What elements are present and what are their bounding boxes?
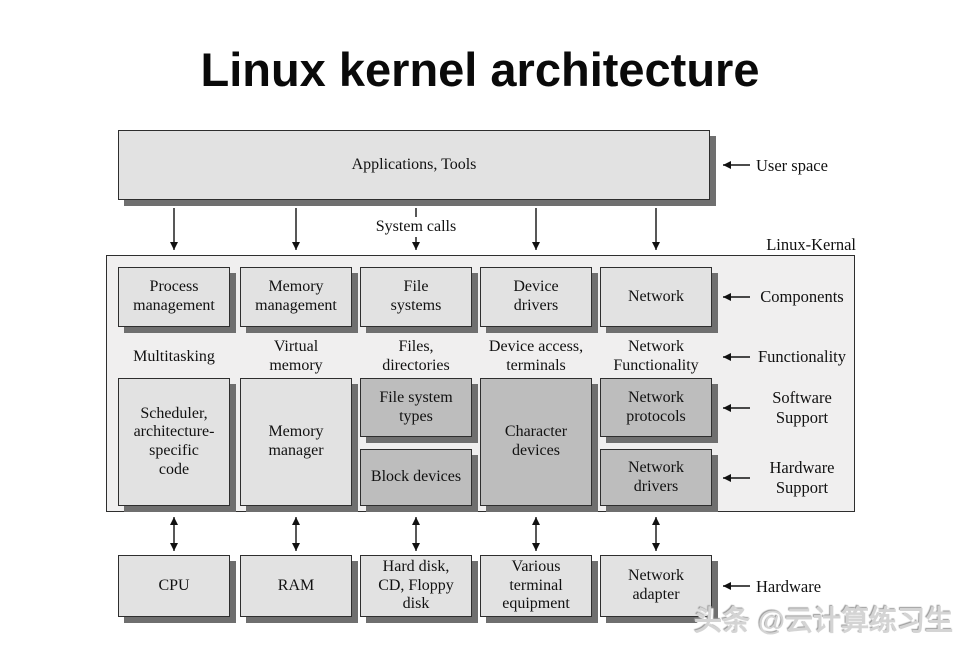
- functionality-label: Functionality: [758, 347, 846, 367]
- software-support-label: Software Support: [772, 388, 832, 427]
- user-space-label: User space: [756, 156, 828, 175]
- support-box-network-protocols: Network protocols: [600, 378, 712, 437]
- hardware-support-label: Hardware Support: [769, 458, 835, 497]
- hardware-label: Hardware: [756, 577, 822, 596]
- applications-tools-box: Applications, Tools: [118, 130, 710, 200]
- hardware-box-disks: Hard disk, CD, Floppy disk: [360, 555, 472, 617]
- component-box-device-drivers: Device drivers: [480, 267, 592, 327]
- component-box-memory-management: Memory management: [240, 267, 352, 327]
- functionality-item-device-access: Device access, terminals: [488, 338, 584, 374]
- hardware-box-cpu: CPU: [118, 555, 230, 617]
- watermark: 头条 @云计算练习生: [694, 605, 954, 636]
- hardware-box-network-adapter: Network adapter: [600, 555, 712, 617]
- support-box-character-devices: Character devices: [480, 378, 592, 506]
- components-label: Components: [760, 287, 844, 307]
- system-calls-label: System calls: [366, 217, 466, 237]
- support-box-network-drivers: Network drivers: [600, 449, 712, 506]
- hardware-box-terminal-equipment: Various terminal equipment: [480, 555, 592, 617]
- component-box-process-management: Process management: [118, 267, 230, 327]
- functionality-item-virtual-memory: Virtual memory: [269, 338, 323, 374]
- support-box-scheduler: Scheduler, architecture- specific code: [118, 378, 230, 506]
- component-box-file-systems: File systems: [360, 267, 472, 327]
- support-box-block-devices: Block devices: [360, 449, 472, 506]
- page-title: Linux kernel architecture: [200, 43, 760, 96]
- functionality-item-files-directories: Files, directories: [382, 338, 450, 374]
- functionality-item-multitasking: Multitasking: [133, 347, 215, 365]
- component-box-network: Network: [600, 267, 712, 327]
- support-box-file-system-types: File system types: [360, 378, 472, 437]
- functionality-item-network-functionality: Network Functionality: [613, 338, 699, 374]
- linux-kernel-label: Linux-Kernal: [766, 235, 856, 254]
- hardware-box-ram: RAM: [240, 555, 352, 617]
- support-box-memory-manager: Memory manager: [240, 378, 352, 506]
